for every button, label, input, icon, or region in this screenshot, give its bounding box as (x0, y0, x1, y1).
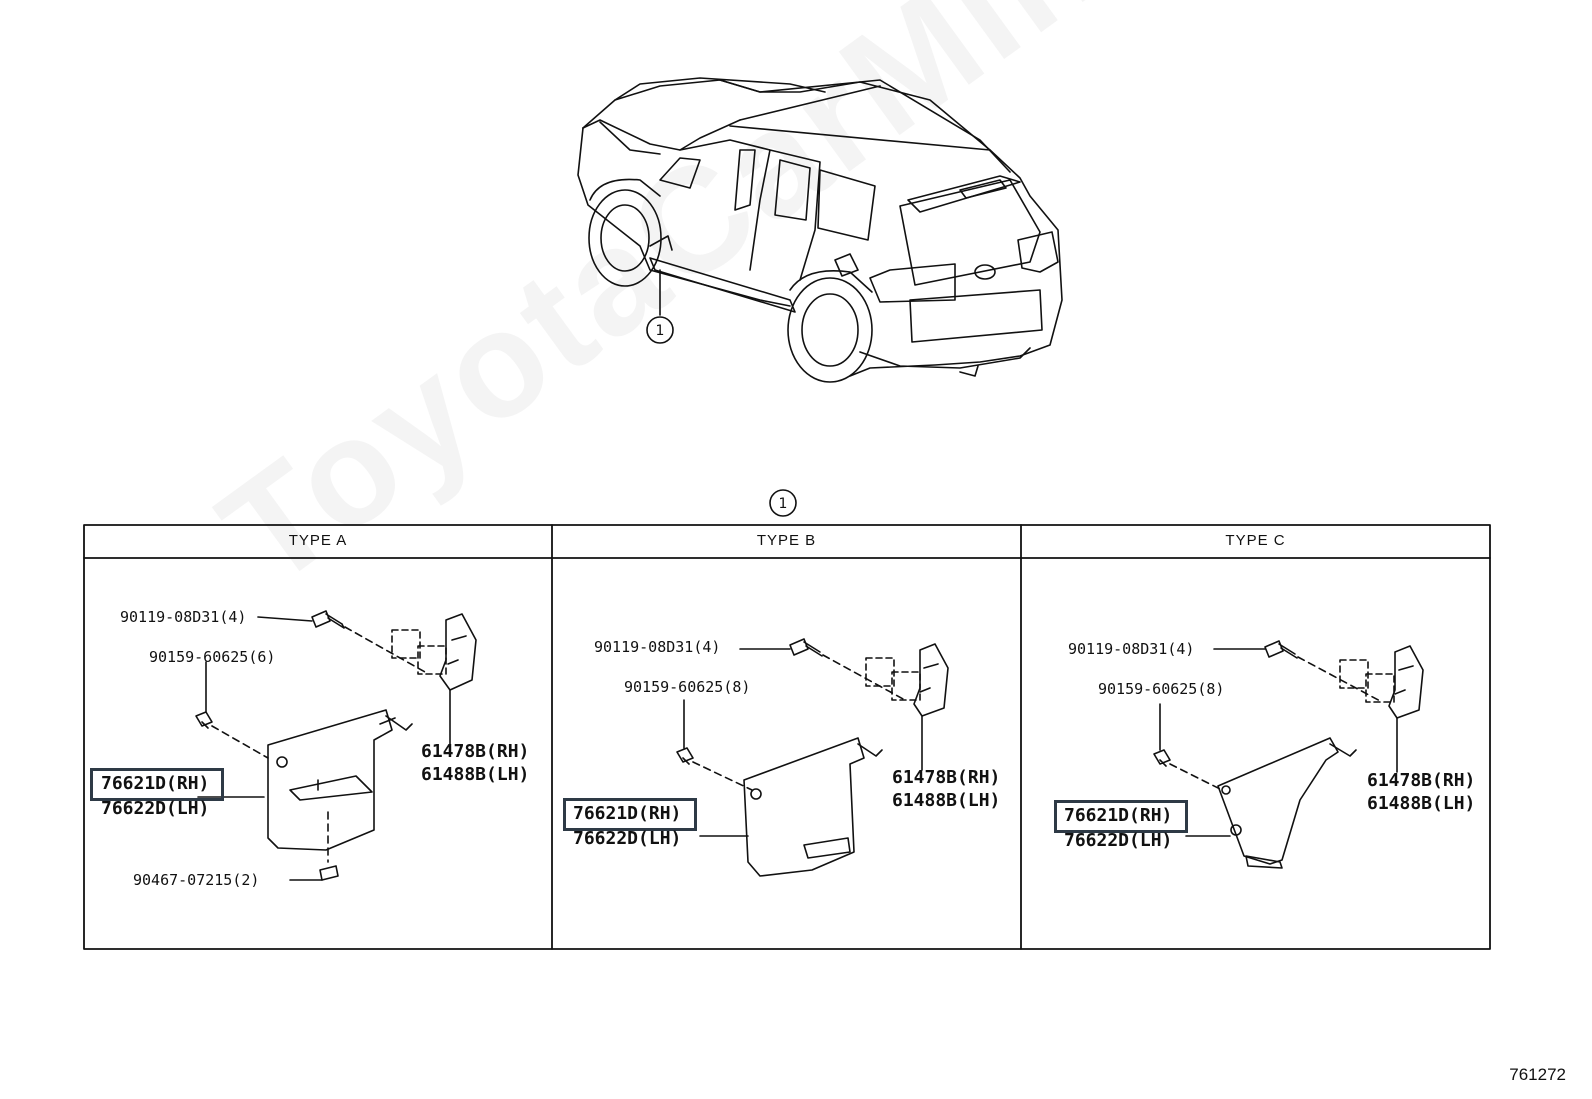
panel-a-highlight-box (90, 768, 224, 801)
panel-c-drawing (1153, 640, 1424, 869)
vehicle-illustration (577, 77, 1063, 383)
panel-c-mudguard-rh-label: 76621D(RH) (1064, 805, 1173, 826)
panel-c-highlight-box (1054, 800, 1188, 833)
panel-b-title: TYPE B (756, 532, 817, 549)
figure-number: 761272 (1509, 1065, 1566, 1084)
panel-c-mudguard-lh-label: 76622D(LH) (1064, 830, 1173, 851)
panel-b-drawing (676, 638, 949, 877)
panel-b-clip-label: 90159-60625(8) (624, 678, 751, 696)
panel-a-title: TYPE A (288, 532, 348, 549)
table-frame (83, 524, 1491, 950)
panel-c-title: TYPE C (1225, 532, 1286, 549)
panel-b-bracket-rh-label: 61478B(RH) (892, 767, 1001, 788)
callout-table (769, 489, 797, 517)
panel-a-mudguard-lh-label: 76622D(LH) (101, 798, 210, 819)
panel-b-mudguard-lh-label: 76622D(LH) (573, 828, 682, 849)
callout-vehicle-number: 1 (656, 323, 665, 339)
panel-b-mudguard-rh-label: 76621D(RH) (573, 803, 682, 824)
callout-vehicle (646, 316, 674, 344)
panel-a-bracket-lh-label: 61488B(LH) (421, 764, 530, 785)
panel-a-screw-label: 90467-07215(2) (133, 871, 260, 889)
panel-c-clip-label: 90159-60625(8) (1098, 680, 1225, 698)
panel-a-clip-label: 90159-60625(6) (149, 648, 276, 666)
panel-a-mudguard-rh-label: 76621D(RH) (101, 773, 210, 794)
panel-c-bracket-lh-label: 61488B(LH) (1367, 793, 1476, 814)
panel-b-bracket-lh-label: 61488B(LH) (892, 790, 1001, 811)
panel-a-drawing (195, 610, 477, 881)
panel-b-highlight-box (563, 798, 697, 831)
panel-a-bracket-rh-label: 61478B(RH) (421, 741, 530, 762)
callout-table-number: 1 (779, 496, 788, 512)
panel-c-bracket-rh-label: 61478B(RH) (1367, 770, 1476, 791)
panel-a-bolt-label: 90119-08D31(4) (120, 608, 247, 626)
panel-b-bolt-label: 90119-08D31(4) (594, 638, 721, 656)
panel-c-bolt-label: 90119-08D31(4) (1068, 640, 1195, 658)
